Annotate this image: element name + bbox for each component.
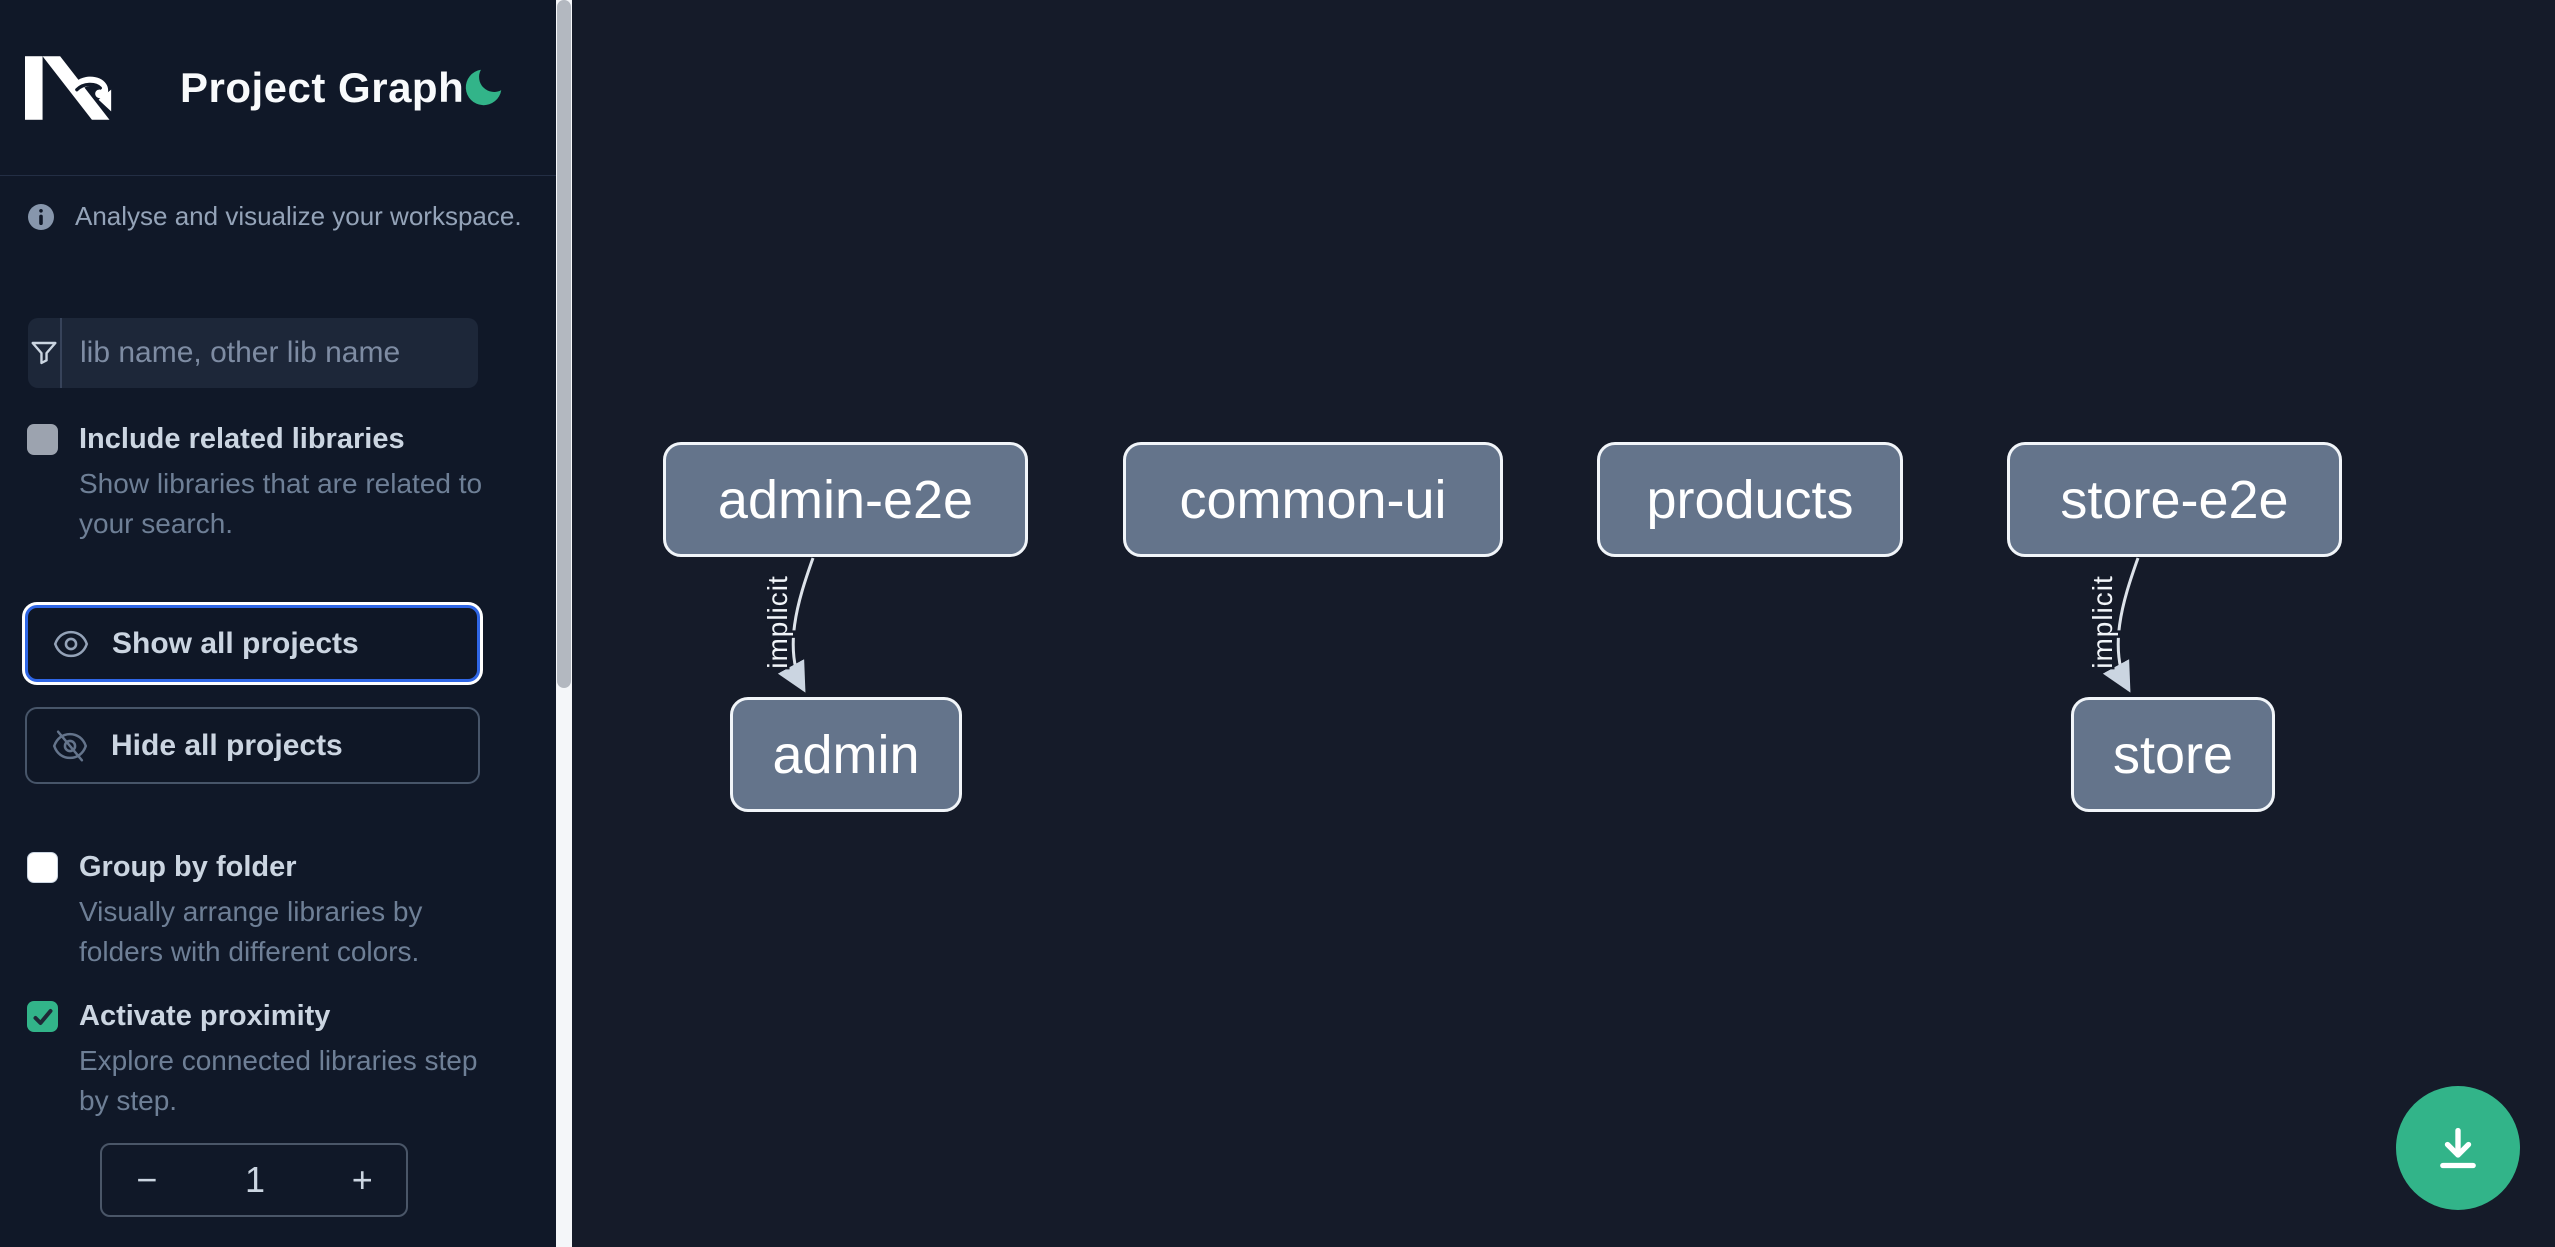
proximity-value: 1 [244,1159,265,1200]
graph-node-admin[interactable]: admin [730,697,962,812]
option-group-by-folder: Group by folder Visually arrange librari… [27,850,497,972]
graph-node-products[interactable]: products [1597,442,1903,557]
show-all-projects-button[interactable]: Show all projects [25,605,480,682]
graph-edges: implicit implicit [760,557,2140,693]
edge-label-implicit: implicit [762,575,793,669]
search-input[interactable] [62,318,478,388]
tagline-text: Analyse and visualize your workspace. [75,201,522,231]
option-include-related: Include related libraries Show libraries… [27,422,497,544]
graph-node-store[interactable]: store [2071,697,2275,812]
show-all-projects-label: Show all projects [112,626,359,660]
option-description: Show libraries that are related to your … [79,468,483,539]
option-label: Activate proximity [79,1000,331,1032]
download-image-button[interactable] [2396,1086,2520,1210]
proximity-increase-button[interactable]: + [319,1145,406,1215]
graph-node-admin-e2e[interactable]: admin-e2e [663,442,1028,557]
proximity-decrease-button[interactable]: − [102,1145,191,1215]
filter-icon [28,318,62,388]
graph-node-store-e2e[interactable]: store-e2e [2007,442,2342,557]
hide-all-projects-label: Hide all projects [111,728,343,762]
moon-icon [465,69,502,106]
info-icon [28,203,54,230]
edge-label-implicit: implicit [2087,575,2118,669]
sidebar-scrollbar-thumb[interactable] [557,0,571,688]
checkmark-icon [33,1008,52,1025]
sidebar-header: Project Graph [0,0,556,176]
include-related-libraries-checkbox[interactable] [27,424,58,455]
eye-slash-icon [52,729,88,762]
search-box [28,318,478,388]
download-icon [2440,1127,2476,1169]
page-title: Project Graph [180,64,465,111]
graph-canvas[interactable]: implicit implicit admin-e2e common-ui pr… [572,0,2555,1247]
hide-all-projects-button[interactable]: Hide all projects [25,707,480,784]
sidebar: Project Graph Analyse and visualize your… [0,0,556,1247]
option-description: Explore connected libraries step by step… [79,1045,478,1116]
nx-logo [25,56,112,120]
option-description: Visually arrange libraries by folders wi… [79,896,423,967]
edge-admin-e2e-to-admin[interactable] [777,557,815,693]
option-activate-proximity: Activate proximity Explore connected lib… [27,999,497,1121]
tagline-row: Analyse and visualize your workspace. [27,201,532,232]
graph-node-common-ui[interactable]: common-ui [1123,442,1503,557]
option-label: Group by folder [79,851,297,883]
group-by-folder-checkbox[interactable] [27,852,58,883]
activate-proximity-checkbox[interactable] [27,1001,58,1032]
eye-icon [53,630,89,657]
edge-store-e2e-to-store[interactable] [2102,557,2140,693]
theme-toggle-button[interactable] [460,64,508,112]
sidebar-scrollbar-track[interactable] [556,0,572,1247]
proximity-stepper: − 1 + [100,1143,408,1217]
option-label: Include related libraries [79,423,405,455]
